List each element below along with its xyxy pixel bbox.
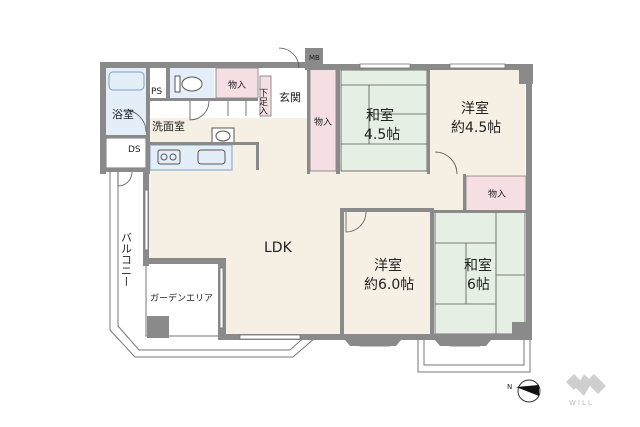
compass-icon: N	[507, 379, 541, 403]
label-ds: DS	[128, 145, 141, 155]
label-mb: MB	[309, 54, 320, 62]
label-washitsu-6-size: 6帖	[467, 277, 490, 293]
entrance-fill	[273, 76, 307, 118]
sink-icon	[197, 149, 226, 165]
label-washitsu-45: 和室	[366, 107, 394, 124]
kitchen-counter	[149, 144, 233, 171]
label-storage-hall: 物入	[314, 116, 332, 128]
label-youshitsu-60: 洋室	[374, 257, 402, 274]
will-logo-text: WILL	[569, 399, 594, 407]
label-bath: 浴室	[112, 107, 134, 121]
label-entrance: 玄関	[279, 90, 301, 104]
label-shoe-storage: 下足入	[257, 88, 268, 115]
label-youshitsu-45: 洋室	[461, 100, 489, 117]
garden-pillar	[147, 316, 169, 338]
compass-north-label: N	[507, 383, 512, 391]
storage-fills	[215, 67, 527, 212]
label-washroom: 洗面室	[152, 119, 185, 133]
label-storage-right: 物入	[488, 188, 506, 200]
label-ldk: LDK	[264, 240, 293, 256]
stove-icon	[157, 149, 181, 165]
label-storage-top: 物入	[228, 79, 246, 91]
tatami-45	[340, 69, 428, 172]
wash-basin	[211, 127, 235, 145]
label-balcony: バルコニー	[120, 232, 133, 287]
label-washitsu-45-size: 4.5帖	[364, 127, 400, 143]
will-logo-icon	[566, 374, 606, 396]
label-youshitsu-45-size: 約4.5帖	[451, 120, 501, 136]
youshitsu-60-fill	[342, 212, 432, 334]
ds-closet	[105, 137, 147, 169]
label-youshitsu-60-size: 約6.0帖	[364, 277, 414, 293]
tatami-6	[434, 211, 526, 335]
bay-windows	[340, 334, 496, 346]
door-swings	[117, 47, 458, 233]
toilet-icon	[181, 76, 203, 92]
label-garden: ガーデンエリア	[150, 292, 213, 304]
bathtub	[108, 71, 145, 91]
balcony-outline	[109, 172, 531, 373]
label-ps: PS	[151, 87, 162, 97]
label-washitsu-6: 和室	[464, 257, 492, 274]
